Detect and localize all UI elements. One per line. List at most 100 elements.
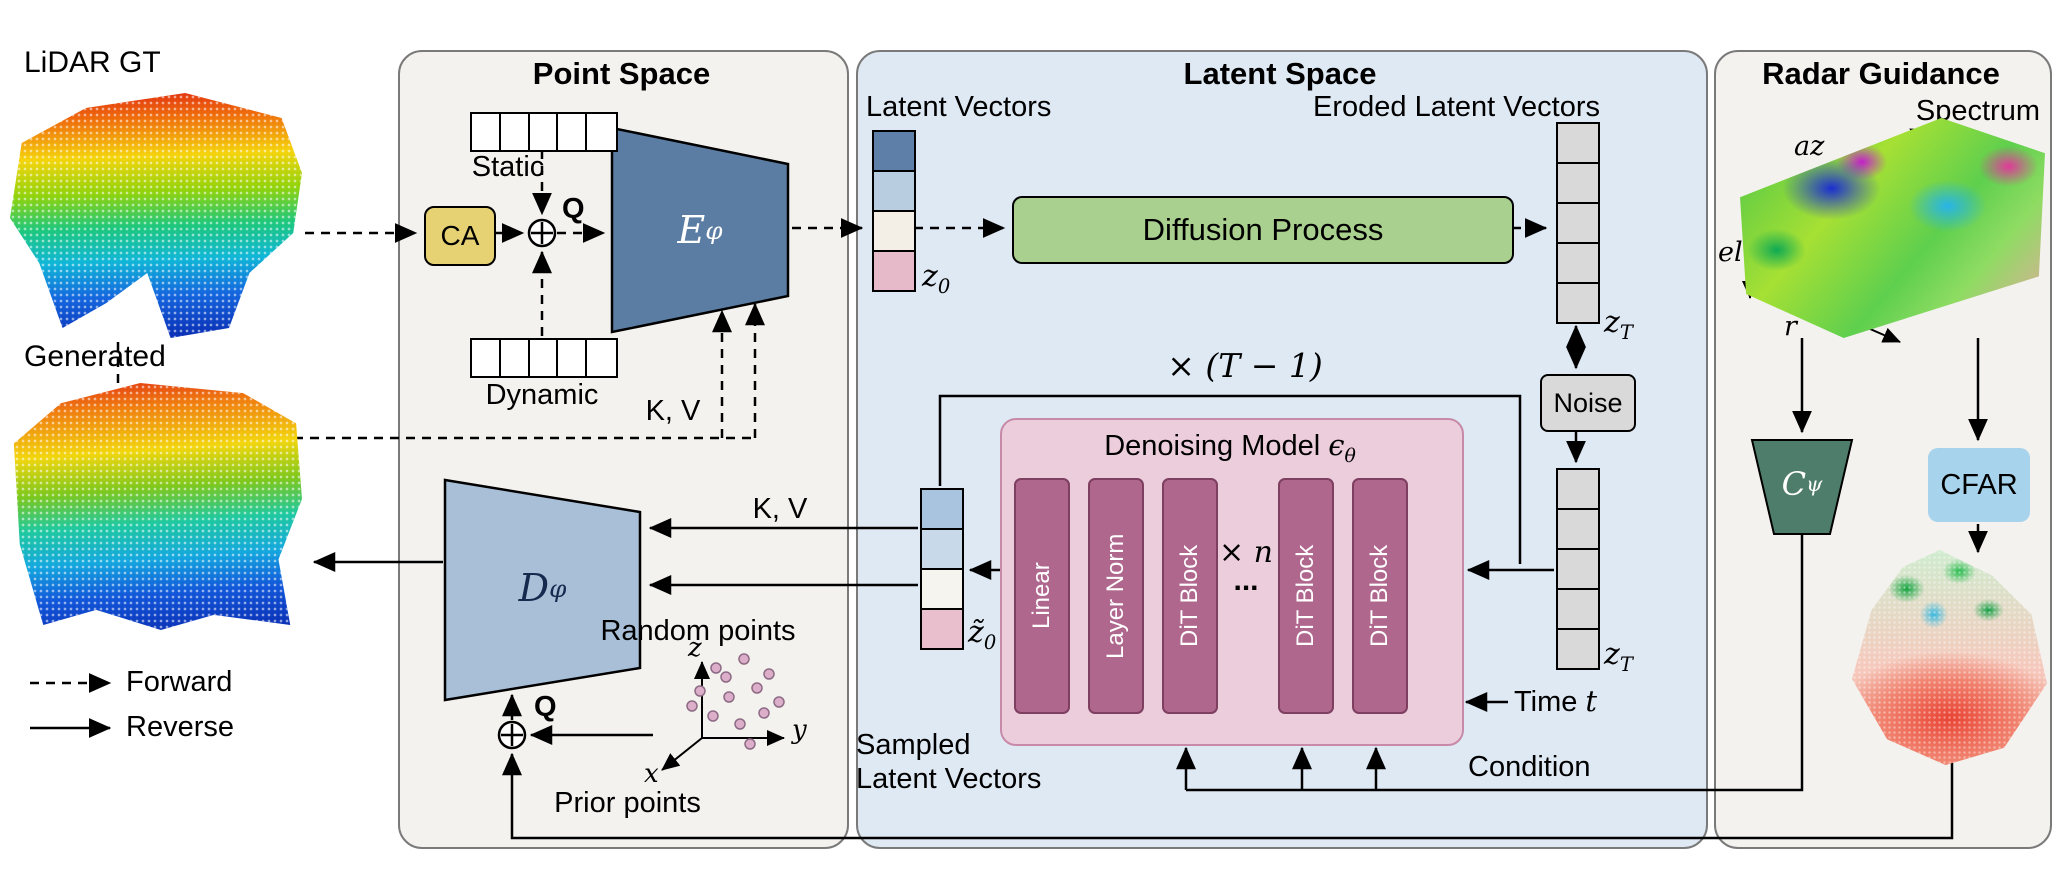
panel-title-point-space: Point Space [532, 56, 711, 91]
random-points-plot [661, 653, 785, 771]
kv-encoder-label: K, V [645, 395, 701, 427]
prior-points-label: Prior points [554, 787, 701, 819]
dynamic-cell [530, 340, 559, 376]
dynamic-label: Dynamic [485, 379, 599, 411]
plus-circle-bottom [497, 720, 527, 750]
dynamic-cell [558, 340, 588, 376]
stack-cell [1558, 124, 1598, 164]
plus-circle-top [527, 218, 557, 248]
z0-tilde-base: z̃ [968, 615, 984, 650]
stack-cell [874, 132, 914, 172]
legend-reverse-label: Reverse [126, 711, 234, 743]
cfar-label: CFAR [1940, 468, 2018, 501]
time-word: Time [1514, 686, 1578, 718]
stack-cell [922, 570, 962, 610]
kv-decoder-label: K, V [752, 493, 808, 525]
dynamic-cell [587, 340, 616, 376]
denoising-model-title-text: Denoising Model [1104, 430, 1321, 462]
sampled-label-line2: Latent Vectors [856, 763, 1042, 795]
static-cell [558, 114, 588, 150]
diffusion-label: Diffusion Process [1142, 212, 1384, 247]
q-label-top: Q [562, 193, 585, 225]
dit-block-1: DiT Block [1162, 478, 1218, 714]
spectrum-label: Spectrum [1915, 95, 2040, 127]
generated-pointcloud [13, 383, 302, 630]
static-cell [501, 114, 530, 150]
stack-cell [922, 490, 962, 530]
stack-cell [1558, 164, 1598, 204]
z-axis-label: z [688, 633, 702, 663]
stack-cell [922, 610, 962, 648]
radar-encoder-letter: C [1781, 465, 1807, 503]
panel-title-radar-guidance: Radar Guidance [1762, 56, 2000, 91]
panel-title-latent-space: Latent Space [1183, 56, 1377, 91]
time-var: t [1585, 684, 1598, 718]
stack-cell [922, 530, 962, 570]
dit-block-3-label: DiT Block [1366, 544, 1393, 648]
encoder-sub: φ [705, 215, 723, 245]
zt-top-base: z [1604, 305, 1620, 340]
decoder-letter: D [518, 566, 550, 610]
encoder-letter: E [677, 208, 706, 252]
z0-sub: 0 [937, 275, 951, 298]
r-axis-label: r [1784, 311, 1797, 342]
stack-cell [874, 252, 914, 290]
dynamic-cell [472, 340, 501, 376]
decoder-sub: φ [549, 573, 567, 603]
noise-box: Noise [1540, 374, 1636, 432]
encoder-trapezoid [610, 126, 790, 334]
dit-block-1-label: DiT Block [1176, 544, 1203, 648]
latent-vectors-label: Latent Vectors [866, 91, 1052, 123]
lidar-gt-label: LiDAR GT [24, 46, 161, 79]
static-cell [587, 114, 616, 150]
static-cell [472, 114, 501, 150]
generated-label: Generated [24, 340, 166, 373]
diffusion-process-box: Diffusion Process [1012, 196, 1514, 264]
el-axis-label: el [1718, 237, 1743, 268]
loop-count-label: × (T − 1) [1167, 346, 1323, 385]
dit-block-2-label: DiT Block [1292, 544, 1319, 648]
x-axis-label: x [644, 759, 659, 789]
legend-forward-label: Forward [126, 666, 233, 698]
zt-bottom-label: zT [1604, 638, 1633, 675]
xn-label: × n [1219, 535, 1273, 570]
stack-cell [1558, 590, 1598, 630]
zt-top-sub: T [1619, 321, 1633, 344]
stack-cell [1558, 244, 1598, 284]
static-cell [530, 114, 559, 150]
layer-norm-block: Layer Norm [1088, 478, 1144, 714]
dit-block-2: DiT Block [1278, 478, 1334, 714]
decoder-trapezoid [443, 478, 642, 702]
random-points-label: Random points [600, 615, 796, 647]
noisy-vector-stack [1556, 468, 1600, 670]
static-cells-row [470, 112, 618, 152]
stack-cell [1558, 630, 1598, 668]
eroded-vector-stack [1556, 122, 1600, 324]
linear-block: Linear [1014, 478, 1070, 714]
condition-label: Condition [1468, 751, 1591, 783]
cfar-box: CFAR [1928, 448, 2030, 522]
ca-box: CA [424, 206, 496, 266]
z0-tilde-sub: 0 [983, 631, 997, 654]
y-axis-label: y [792, 715, 807, 745]
static-label: Static [471, 151, 545, 183]
z0-base: z [922, 259, 938, 294]
sampled-vector-stack [920, 488, 964, 650]
sampled-label-line1: Sampled [856, 729, 971, 761]
zt-bottom-sub: T [1619, 653, 1633, 676]
dit-block-3: DiT Block [1352, 478, 1408, 714]
stack-cell [1558, 550, 1598, 590]
az-axis-label: az [1794, 131, 1825, 162]
z0-tilde-label: z̃0 [968, 616, 996, 653]
layer-norm-block-label: Layer Norm [1102, 533, 1129, 659]
stack-cell [1558, 510, 1598, 550]
q-label-bottom: Q [534, 691, 557, 723]
radar-encoder-sub: ψ [1806, 472, 1823, 496]
